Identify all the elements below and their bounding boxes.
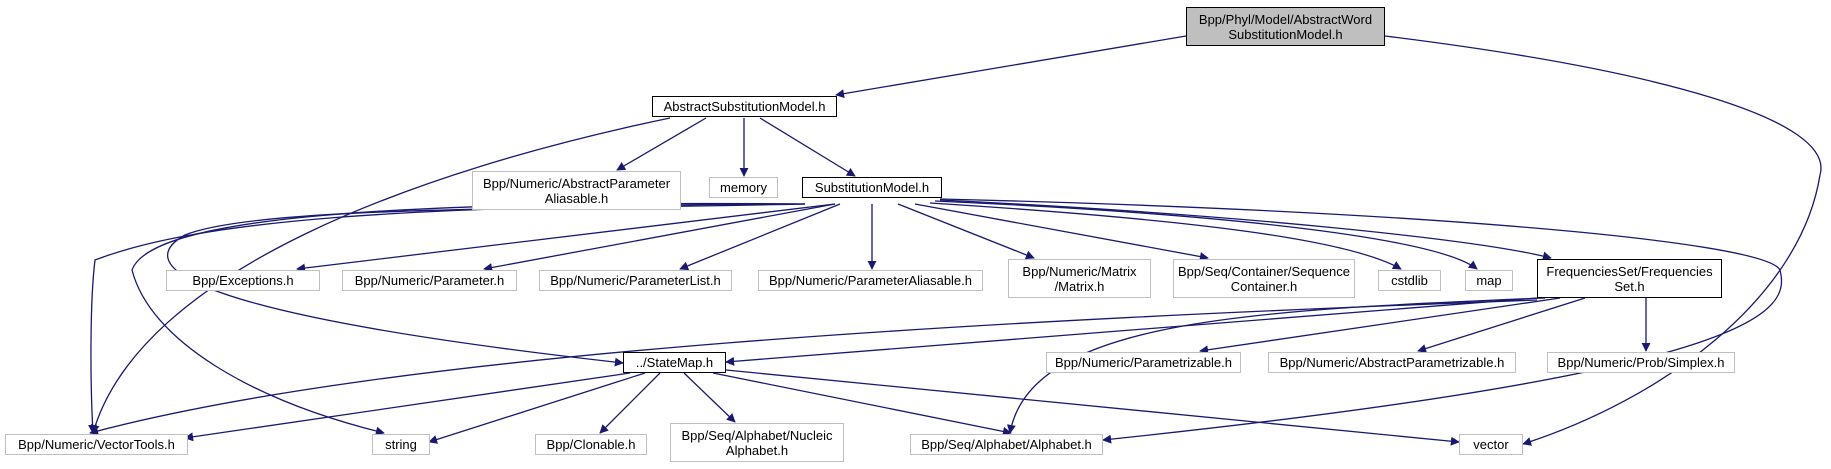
node-abstract-substitution-model[interactable]: AbstractSubstitutionModel.h (652, 96, 837, 117)
edge-sm-to-seqcont (914, 203, 1209, 261)
node-parametrizable[interactable]: Bpp/Numeric/Parametrizable.h (1046, 352, 1241, 373)
node-label: Bpp/Phyl/Model/AbstractWord Substitution… (1198, 11, 1373, 42)
edge-asm-to-vtools (90, 117, 671, 434)
node-label: Bpp/Exceptions.h (192, 273, 294, 288)
node-state-map[interactable]: ../StateMap.h (623, 352, 726, 373)
node-alphabet[interactable]: Bpp/Seq/Alphabet/Alphabet.h (910, 434, 1103, 455)
node-label: Bpp/Numeric/ParameterAliasable.h (768, 273, 973, 288)
node-label: Bpp/Numeric/Matrix /Matrix.h (1022, 263, 1137, 294)
edge-sm-to-exc (296, 203, 836, 273)
edge-statemap-to-string (428, 372, 646, 444)
edge-fset-to-statemap (725, 297, 1538, 366)
edge-sm-to-map (934, 200, 1478, 270)
node-label: Bpp/Seq/Alphabet/Nucleic Alphabet.h (681, 427, 833, 458)
node-label: Bpp/Clonable.h (546, 437, 636, 452)
node-label: Bpp/Numeric/Prob/Simplex.h (1557, 355, 1725, 370)
node-label: Bpp/Seq/Alphabet/Alphabet.h (921, 437, 1092, 452)
node-cstdlib[interactable]: cstdlib (1378, 270, 1441, 291)
edge-statemap-to-nucleic (683, 372, 736, 423)
edge-fset-to-alphabet (1006, 297, 1546, 434)
edge-statemap-to-alphabet (712, 372, 1012, 436)
edge-sm-to-cstdlib (929, 202, 1402, 270)
edge-sm-to-string (131, 202, 806, 436)
node-label: map (1476, 273, 1502, 288)
edge-statemap-to-clonable (599, 372, 661, 434)
edge-fset-to-ptz (1199, 297, 1561, 355)
node-label: cstdlib (1391, 273, 1428, 288)
node-label: FrequenciesSet/Frequencies Set.h (1546, 263, 1713, 294)
node-memory[interactable]: memory (709, 177, 778, 198)
node-map[interactable]: map (1465, 270, 1513, 291)
node-abstract-parameter-aliasable[interactable]: Bpp/Numeric/AbstractParameter Aliasable.… (472, 171, 681, 210)
node-sequence-container[interactable]: Bpp/Seq/Container/Sequence Container.h (1173, 259, 1355, 298)
edge-statemap-to-vtools (184, 372, 631, 442)
edge-sm-to-param (483, 203, 836, 272)
edge-sm-to-matrix (897, 203, 1035, 260)
node-label: Bpp/Numeric/VectorTools.h (18, 437, 175, 452)
node-simplex[interactable]: Bpp/Numeric/Prob/Simplex.h (1547, 352, 1735, 373)
node-label: Bpp/Numeric/Parameter.h (354, 273, 505, 288)
node-vector-tools[interactable]: Bpp/Numeric/VectorTools.h (5, 434, 188, 455)
edge-statemap-to-vector (725, 369, 1460, 446)
node-matrix[interactable]: Bpp/Numeric/Matrix /Matrix.h (1008, 259, 1151, 298)
node-label: Bpp/Numeric/Parametrizable.h (1054, 355, 1233, 370)
edge-asm-to-sm (759, 117, 856, 177)
node-vector[interactable]: vector (1459, 434, 1523, 455)
node-frequencies-set[interactable]: FrequenciesSet/Frequencies Set.h (1537, 259, 1722, 298)
node-label: string (385, 437, 417, 452)
node-substitution-model[interactable]: SubstitutionModel.h (802, 177, 942, 198)
node-parameter-aliasable[interactable]: Bpp/Numeric/ParameterAliasable.h (758, 270, 983, 291)
node-clonable[interactable]: Bpp/Clonable.h (535, 434, 647, 455)
node-label: Bpp/Seq/Container/Sequence Container.h (1177, 263, 1350, 294)
edge-sm-to-fset (939, 199, 1552, 261)
node-parameter-list[interactable]: Bpp/Numeric/ParameterList.h (539, 270, 732, 291)
edge-root-to-asm (835, 35, 1187, 99)
node-label: Bpp/Numeric/ParameterList.h (550, 273, 721, 288)
node-abstract-word-substitution-model[interactable]: Bpp/Phyl/Model/AbstractWord Substitution… (1186, 7, 1385, 46)
node-label: AbstractSubstitutionModel.h (663, 99, 826, 114)
node-parameter[interactable]: Bpp/Numeric/Parameter.h (342, 270, 517, 291)
node-string[interactable]: string (372, 434, 430, 455)
node-label: ../StateMap.h (635, 355, 714, 370)
node-label: SubstitutionModel.h (814, 180, 930, 195)
edge-sm-to-plist (679, 203, 841, 271)
node-label: memory (720, 180, 767, 195)
edge-fset-to-vtools (89, 299, 1538, 436)
node-exceptions[interactable]: Bpp/Exceptions.h (166, 270, 320, 291)
edge-asm-to-apa (616, 117, 707, 171)
edge-fset-to-aptz (1417, 297, 1586, 353)
node-abstract-parametrizable[interactable]: Bpp/Numeric/AbstractParametrizable.h (1268, 352, 1516, 373)
node-label: vector (1473, 437, 1509, 452)
node-nucleic-alphabet[interactable]: Bpp/Seq/Alphabet/Nucleic Alphabet.h (670, 423, 844, 462)
edge-root-to-vector (1384, 35, 1822, 446)
node-label: Bpp/Numeric/AbstractParametrizable.h (1279, 355, 1505, 370)
edge-sm-to-vtools (88, 203, 806, 434)
node-label: Bpp/Numeric/AbstractParameter Aliasable.… (482, 175, 671, 206)
edge-sm-to-alphabet (939, 198, 1783, 444)
